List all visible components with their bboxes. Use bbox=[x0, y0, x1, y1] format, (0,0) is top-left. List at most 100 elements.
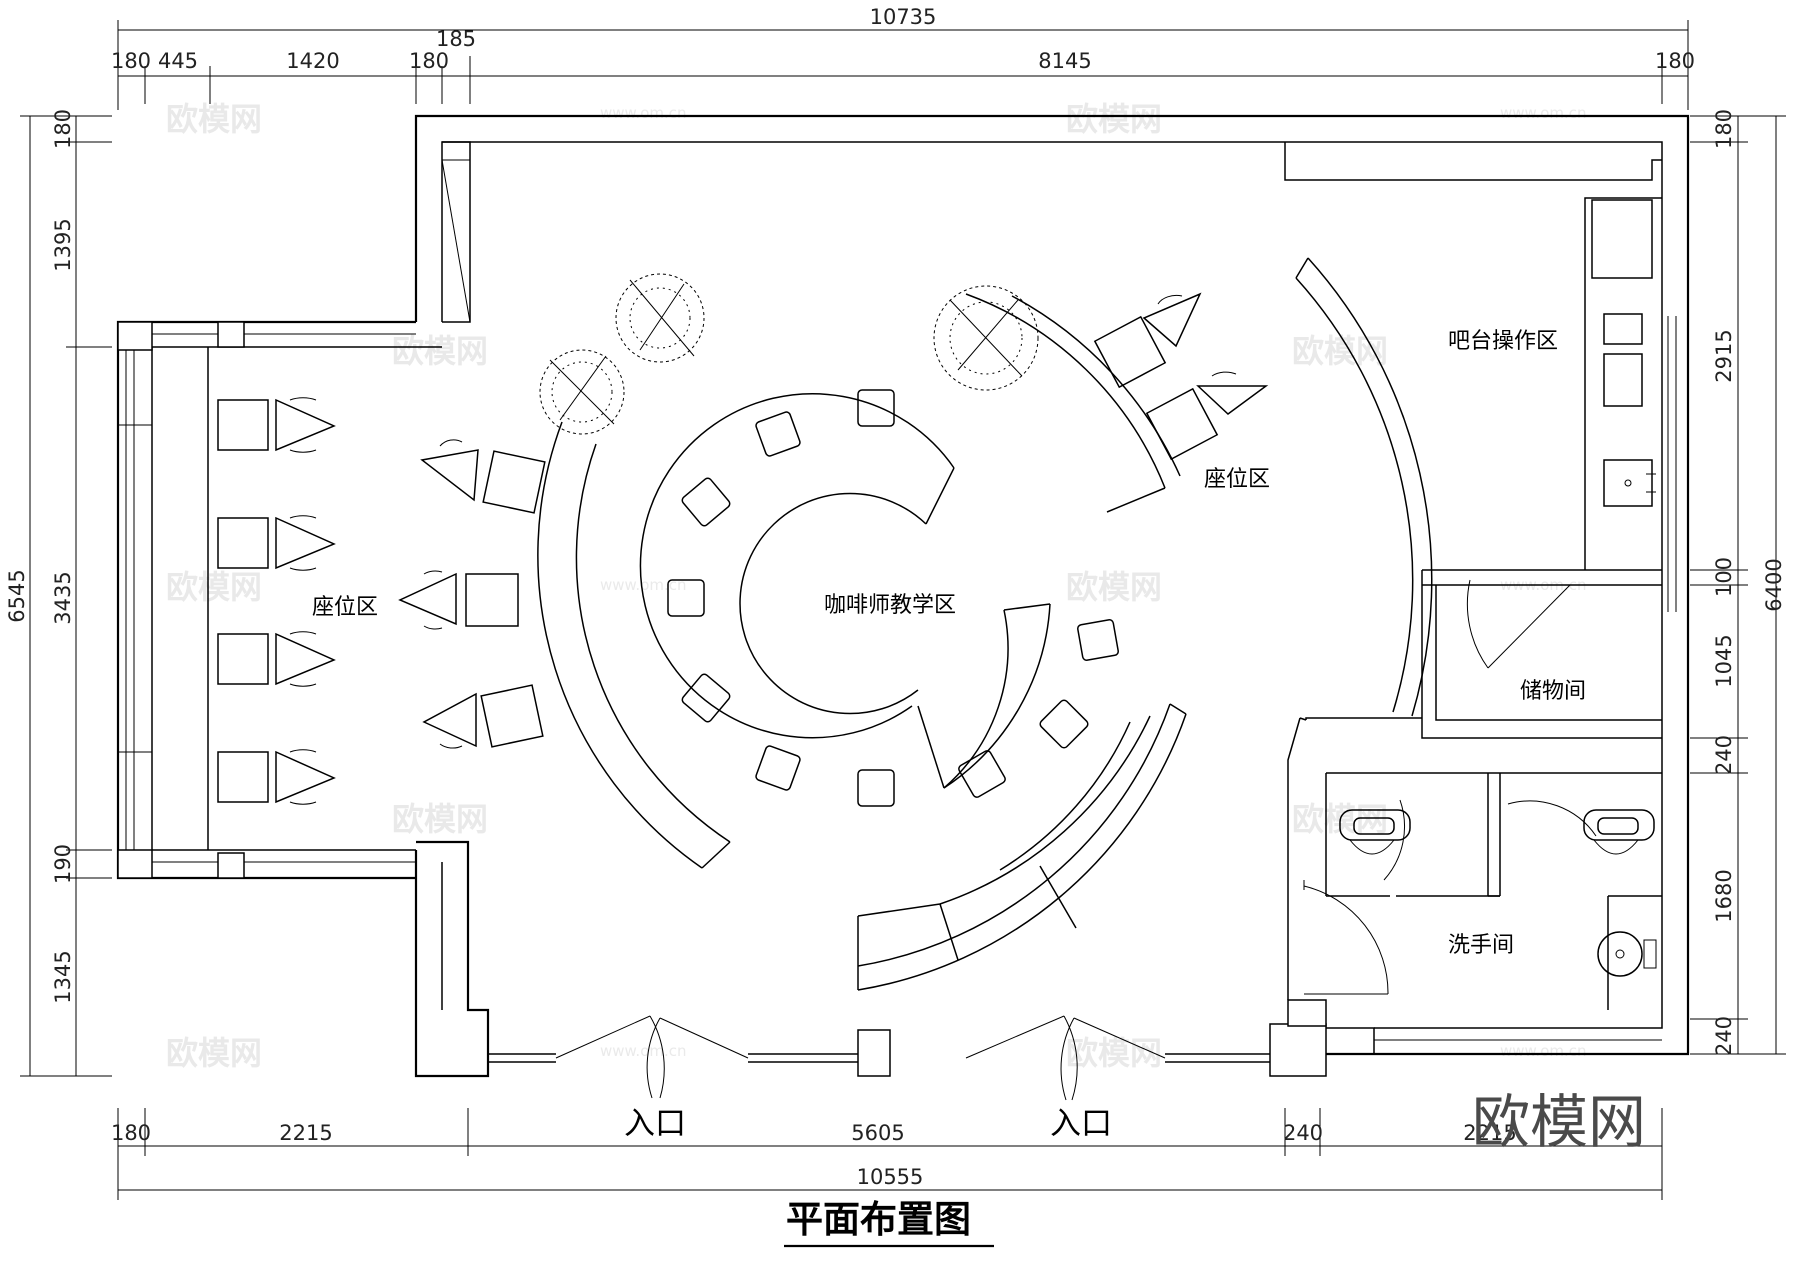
table-icon[interactable] bbox=[1145, 387, 1219, 461]
chair-icon[interactable] bbox=[275, 397, 336, 453]
toilet-icon bbox=[1583, 809, 1655, 855]
watermark-text: 欧模网 bbox=[1066, 1034, 1162, 1072]
room-label-storage: 储物间 bbox=[1520, 679, 1586, 704]
watermark-url: www.om.cn bbox=[1500, 104, 1587, 122]
entrance-label: 入口 bbox=[624, 1106, 686, 1142]
door-swing-icon bbox=[965, 1015, 1078, 1101]
dimension-label: 180 bbox=[111, 1121, 151, 1145]
watermark-text: 欧模网 bbox=[166, 568, 262, 606]
dimension-label: 240 bbox=[1712, 735, 1736, 775]
walls bbox=[116, 114, 1690, 1078]
dimension-label: 1345 bbox=[51, 950, 75, 1003]
dimension-label: 8145 bbox=[1038, 49, 1091, 73]
table-icon[interactable] bbox=[217, 399, 269, 451]
chair-icon[interactable] bbox=[275, 631, 336, 687]
dimension-label: 6400 bbox=[1762, 558, 1786, 611]
seating-ring bbox=[537, 293, 1187, 991]
dimension-label: 3435 bbox=[51, 571, 75, 624]
dimension-label: 10735 bbox=[870, 5, 937, 29]
watermark-text: 欧模网 bbox=[1066, 568, 1162, 606]
dimension-label: 2215 bbox=[279, 1121, 332, 1145]
dimension-label: 180 bbox=[409, 49, 449, 73]
chair-icon[interactable] bbox=[420, 439, 479, 502]
dimension-bottom: 180 2215 5605 240 2215 10555 bbox=[111, 1108, 1663, 1200]
watermark-text: 欧模网 bbox=[1066, 100, 1162, 138]
dimension-label: 1420 bbox=[286, 49, 339, 73]
brand-logo: 欧模网 bbox=[1472, 1088, 1646, 1156]
room-label-bar: 吧台操作区 bbox=[1448, 329, 1558, 354]
table-icon[interactable] bbox=[480, 684, 544, 748]
drawing-title: 平面布置图 bbox=[786, 1198, 971, 1241]
chair-icon[interactable] bbox=[422, 692, 477, 749]
dimension-label: 2915 bbox=[1712, 329, 1736, 382]
chair-icon[interactable] bbox=[1039, 699, 1090, 750]
room-labels: 座位区 座位区 咖啡师教学区 吧台操作区 储物间 洗手间 bbox=[312, 329, 1586, 958]
chair-icon[interactable] bbox=[857, 389, 895, 427]
chair-icon[interactable] bbox=[755, 745, 801, 791]
watermark-text: 欧模网 bbox=[166, 100, 262, 138]
dimension-label: 180 bbox=[1712, 109, 1736, 149]
watermark-url: www.om.cn bbox=[600, 104, 687, 122]
table-icon[interactable] bbox=[465, 573, 519, 627]
dimension-right: 6400 180 2915 100 1045 240 1680 240 bbox=[1690, 109, 1786, 1056]
room-label-restroom: 洗手间 bbox=[1448, 933, 1514, 958]
dimension-left: 6545 180 1395 3435 190 1345 bbox=[5, 109, 112, 1077]
dimension-label: 190 bbox=[51, 844, 75, 884]
door-swing-icon bbox=[1060, 1017, 1166, 1101]
watermark-text: 欧模网 bbox=[1292, 332, 1388, 370]
door-swing-icon bbox=[1466, 579, 1571, 669]
chair-icon[interactable] bbox=[1077, 619, 1119, 661]
table-icon[interactable] bbox=[217, 751, 269, 803]
table-icon[interactable] bbox=[217, 517, 269, 569]
door-swing-icon bbox=[1383, 799, 1406, 881]
chair-icon[interactable] bbox=[667, 579, 705, 617]
dimension-label: 240 bbox=[1712, 1016, 1736, 1056]
table-icon[interactable] bbox=[1093, 315, 1167, 389]
chair-icon[interactable] bbox=[275, 749, 336, 805]
table-icon[interactable] bbox=[482, 450, 546, 514]
watermark-text: 欧模网 bbox=[392, 332, 488, 370]
dimension-label: 1680 bbox=[1712, 869, 1736, 922]
sink-icon bbox=[1597, 931, 1657, 977]
dimension-label: 6545 bbox=[5, 569, 29, 622]
chair-icon[interactable] bbox=[857, 769, 895, 807]
chair-icon[interactable] bbox=[1142, 292, 1202, 348]
chair-icon[interactable] bbox=[398, 570, 457, 630]
room-label-seating-right: 座位区 bbox=[1204, 467, 1270, 492]
watermark-url: www.om.cn bbox=[600, 1042, 687, 1060]
chair-icon[interactable] bbox=[681, 673, 732, 724]
dimension-top: 10735 180 445 1420 180 185 8145 180 bbox=[111, 5, 1695, 110]
watermark-text: 欧模网 bbox=[392, 800, 488, 838]
room-label-seating-left: 座位区 bbox=[312, 595, 378, 620]
dimension-label: 180 bbox=[111, 49, 151, 73]
watermark-url: www.om.cn bbox=[1500, 1042, 1587, 1060]
dimension-label: 2215 bbox=[1463, 1121, 1516, 1145]
chair-icon[interactable] bbox=[681, 477, 732, 528]
door-swing-icon bbox=[555, 1015, 665, 1099]
table-icon[interactable] bbox=[217, 633, 269, 685]
door-swing-icon bbox=[1303, 880, 1389, 995]
entrance-label: 入口 bbox=[1050, 1106, 1112, 1142]
chair-icon[interactable] bbox=[755, 411, 801, 457]
dimension-label: 180 bbox=[51, 109, 75, 149]
room-label-teaching: 咖啡师教学区 bbox=[824, 593, 956, 618]
dimension-label: 240 bbox=[1283, 1121, 1323, 1145]
watermark-url: www.om.cn bbox=[600, 576, 687, 594]
chair-icon[interactable] bbox=[1196, 371, 1269, 415]
dimension-label: 185 bbox=[436, 27, 476, 51]
chair-icon[interactable] bbox=[275, 515, 336, 571]
plant-icon bbox=[539, 273, 1039, 435]
dimension-label: 180 bbox=[1655, 49, 1695, 73]
watermark-text: 欧模网 bbox=[166, 1034, 262, 1072]
dimension-label: 5605 bbox=[851, 1121, 904, 1145]
door-swing-icon bbox=[1507, 800, 1597, 837]
furniture[interactable] bbox=[217, 292, 1269, 807]
teaching-counter bbox=[639, 393, 1051, 789]
chair-icon[interactable] bbox=[957, 749, 1006, 798]
dimension-label: 445 bbox=[158, 49, 198, 73]
dimension-label: 100 bbox=[1712, 557, 1736, 597]
dimension-label: 10555 bbox=[857, 1165, 924, 1189]
dimension-label: 1045 bbox=[1712, 634, 1736, 687]
